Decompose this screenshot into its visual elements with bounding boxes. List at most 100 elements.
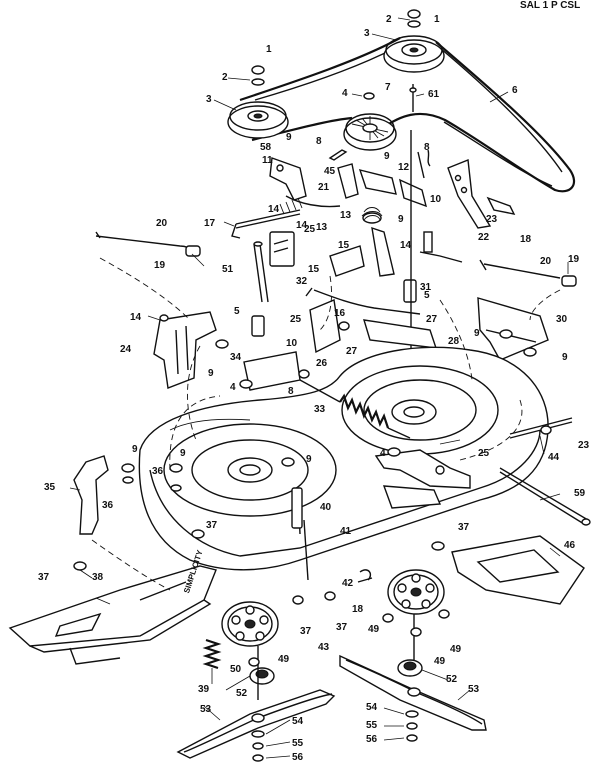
callout-label: 49 bbox=[450, 644, 462, 655]
callout-label: 59 bbox=[574, 488, 586, 499]
blade-hardware bbox=[251, 710, 419, 762]
callout-label: 36 bbox=[102, 500, 114, 511]
callout-label: 20 bbox=[540, 256, 552, 267]
callout-label: 9 bbox=[384, 151, 390, 162]
callout-label: 15 bbox=[308, 264, 320, 275]
callout-label: 9 bbox=[132, 444, 138, 455]
callout-label: 43 bbox=[318, 642, 330, 653]
discharge-chute: SIMPLICITY bbox=[8, 548, 217, 665]
callout-label: 52 bbox=[446, 674, 458, 685]
callout-label: 44 bbox=[548, 452, 560, 463]
idler-pulley-right bbox=[383, 35, 445, 73]
callout-label: 54 bbox=[366, 702, 378, 713]
callout-label: 18 bbox=[520, 234, 532, 245]
callout-label: 9 bbox=[474, 328, 480, 339]
callout-label: 58 bbox=[260, 142, 272, 153]
spindle-bolts bbox=[257, 487, 415, 700]
callout-label: 17 bbox=[204, 218, 216, 229]
callout-label: 46 bbox=[564, 540, 576, 551]
callout-label: 10 bbox=[430, 194, 442, 205]
callout-label: 31 bbox=[420, 282, 432, 293]
callout-label: 39 bbox=[198, 684, 210, 695]
callout-label: 61 bbox=[428, 89, 440, 100]
callout-label: 36 bbox=[152, 466, 164, 477]
callout-label: 12 bbox=[398, 162, 410, 173]
callout-label: 14 bbox=[400, 240, 412, 251]
hidden-lines bbox=[91, 257, 561, 591]
callout-label: 21 bbox=[318, 182, 330, 193]
callout-label: 37 bbox=[458, 522, 470, 533]
callout-label: 55 bbox=[292, 738, 304, 749]
callout-label: 53 bbox=[468, 684, 480, 695]
callout-label: 51 bbox=[222, 264, 234, 275]
callout-label: 34 bbox=[230, 352, 242, 363]
idler-pulley-left bbox=[227, 101, 289, 139]
spindle-shafts bbox=[251, 130, 433, 360]
tension-spring bbox=[299, 379, 411, 439]
spindle-bearings bbox=[249, 659, 423, 685]
callout-label: 54 bbox=[292, 716, 304, 727]
callout-label: 7 bbox=[385, 82, 391, 93]
callout-label: 40 bbox=[320, 502, 332, 513]
callout-label: 5 bbox=[234, 306, 240, 317]
callout-label: 11 bbox=[262, 155, 273, 166]
callout-label: 52 bbox=[236, 688, 248, 699]
callout-label: 25 bbox=[290, 314, 302, 325]
linkage-rods bbox=[95, 197, 577, 315]
callout-label: 32 bbox=[296, 276, 308, 287]
callout-label: 28 bbox=[448, 336, 460, 347]
mower-deck-housing bbox=[138, 346, 549, 571]
callout-label: 10 bbox=[286, 338, 298, 349]
callout-label: 18 bbox=[352, 604, 364, 615]
callout-label: 9 bbox=[208, 368, 214, 379]
callout-label: 9 bbox=[562, 352, 568, 363]
callout-label: 53 bbox=[200, 704, 212, 715]
leader-lines bbox=[69, 17, 569, 759]
hardware-nuts-top bbox=[251, 9, 421, 112]
callout-label: 24 bbox=[120, 344, 132, 355]
callout-label: 23 bbox=[578, 440, 590, 451]
callout-label: 50 bbox=[230, 664, 242, 675]
callout-label: 37 bbox=[336, 622, 348, 633]
callout-label: 15 bbox=[338, 240, 350, 251]
callout-label: 14 bbox=[296, 220, 308, 231]
callout-label: 35 bbox=[44, 482, 56, 493]
callout-label: 33 bbox=[314, 404, 326, 415]
part-callout-labels: 1 2 3 1 2 3 4 7 61 6 58 9 8 9 11 45 12 8… bbox=[38, 14, 590, 763]
mower-blade-right bbox=[339, 654, 487, 731]
callout-label: 20 bbox=[156, 218, 168, 229]
callout-label: 2 bbox=[222, 72, 228, 83]
callout-label: 55 bbox=[366, 720, 378, 731]
callout-label: 4 bbox=[380, 448, 386, 459]
callout-label: 22 bbox=[478, 232, 490, 243]
callout-label: 9 bbox=[398, 214, 404, 225]
callout-label: 27 bbox=[426, 314, 438, 325]
callout-label: 56 bbox=[292, 752, 304, 763]
callout-label: 1 bbox=[266, 44, 272, 55]
callout-label: 9 bbox=[306, 454, 312, 465]
callout-label: 8 bbox=[316, 136, 322, 147]
callout-label: 38 bbox=[92, 572, 104, 583]
mower-blade-left bbox=[176, 689, 336, 759]
coil-spring bbox=[202, 638, 222, 670]
callout-label: 6 bbox=[512, 85, 518, 96]
callout-label: 25 bbox=[478, 448, 490, 459]
blade-adapter-right bbox=[387, 569, 445, 615]
header-text: SAL 1 P CSL bbox=[520, 0, 580, 11]
callout-label: 14 bbox=[130, 312, 142, 323]
callout-label: 49 bbox=[278, 654, 290, 665]
callout-label: 45 bbox=[324, 166, 336, 177]
callout-label: 37 bbox=[206, 520, 218, 531]
callout-label: 8 bbox=[424, 142, 430, 153]
callout-label: 4 bbox=[230, 382, 236, 393]
callout-label: 49 bbox=[368, 624, 380, 635]
callout-label: 19 bbox=[154, 260, 166, 271]
callout-label: 37 bbox=[38, 572, 50, 583]
adjustment-rod bbox=[509, 417, 573, 439]
callout-label: 23 bbox=[486, 214, 498, 225]
callout-label: 8 bbox=[288, 386, 294, 397]
blade-adapter-left bbox=[221, 601, 279, 647]
callout-label: 3 bbox=[206, 94, 212, 105]
